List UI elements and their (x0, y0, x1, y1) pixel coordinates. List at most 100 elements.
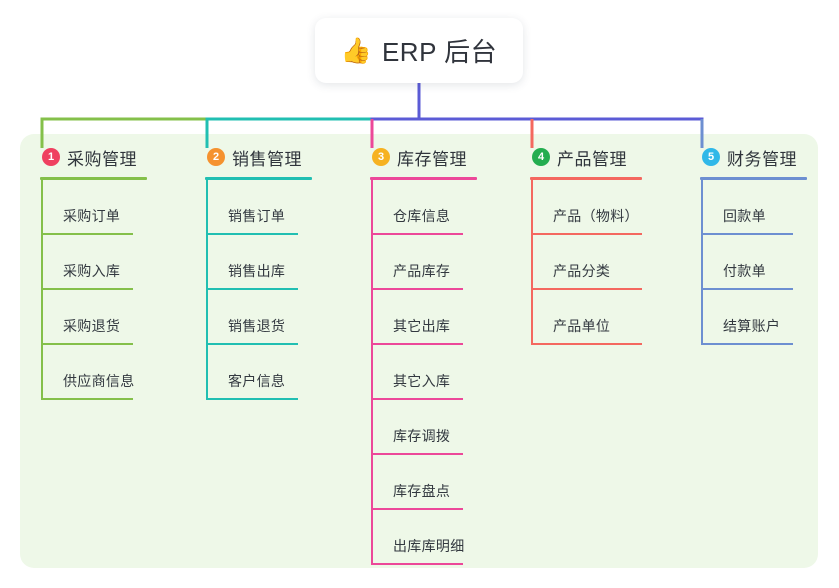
leaf-label: 产品（物料） (553, 208, 639, 224)
leaf-item[interactable]: 客户信息 (205, 345, 312, 400)
leaf-label: 库存盘点 (393, 483, 451, 499)
leaf-item[interactable]: 销售退货 (205, 290, 312, 345)
leaf-label: 其它出库 (393, 318, 451, 334)
leaf-underline (371, 563, 463, 565)
branch-leaf-list-4: 产品（物料） 产品分类产品单位 (530, 180, 642, 345)
branch-header-4[interactable]: 4 产品管理 (530, 144, 642, 170)
branch-header-1[interactable]: 1 采购管理 (40, 144, 147, 170)
leaf-item[interactable]: 其它出库 (370, 290, 477, 345)
leaf-item[interactable]: 回款单 (700, 180, 807, 235)
leaf-item[interactable]: 库存盘点 (370, 455, 477, 510)
leaf-item[interactable]: 采购入库 (40, 235, 147, 290)
leaf-underline (371, 508, 463, 510)
leaf-underline (206, 343, 298, 345)
leaf-underline (206, 233, 298, 235)
leaf-label: 销售退货 (228, 318, 286, 334)
leaf-label: 仓库信息 (393, 208, 451, 224)
branch-5: 5 财务管理回款单付款单结算账户 (700, 144, 807, 345)
leaf-underline (41, 233, 133, 235)
branch-title-5: 财务管理 (727, 149, 797, 169)
leaf-underline (531, 343, 642, 345)
leaf-label: 结算账户 (723, 318, 781, 334)
branch-3: 3 库存管理仓库信息产品库存其它出库其它入库库存调拨库存盘点出库库明细 (370, 144, 477, 565)
leaf-item[interactable]: 供应商信息 (40, 345, 147, 400)
leaf-underline (531, 233, 642, 235)
leaf-underline (371, 233, 463, 235)
leaf-label: 产品单位 (553, 318, 611, 334)
branch-badge-1: 1 (42, 148, 60, 166)
branch-title-2: 销售管理 (232, 149, 302, 169)
leaf-label: 采购退货 (63, 318, 121, 334)
branch-badge-5: 5 (702, 148, 720, 166)
branch-header-3[interactable]: 3 库存管理 (370, 144, 477, 170)
branch-title-1: 采购管理 (67, 149, 137, 169)
thumbs-up-emoji: 👍 (340, 36, 372, 65)
root-node[interactable]: 👍 ERP 后台 (315, 18, 523, 83)
leaf-label: 其它入库 (393, 373, 451, 389)
branch-underline-1 (40, 177, 147, 180)
leaf-item[interactable]: 其它入库 (370, 345, 477, 400)
leaf-item[interactable]: 销售出库 (205, 235, 312, 290)
leaf-label: 出库库明细 (393, 538, 465, 554)
branch-badge-3: 3 (372, 148, 390, 166)
leaf-label: 产品库存 (393, 263, 451, 279)
leaf-label: 销售出库 (228, 263, 286, 279)
leaf-item[interactable]: 产品单位 (530, 290, 642, 345)
leaf-label: 供应商信息 (63, 373, 135, 389)
branch-4: 4 产品管理产品（物料） 产品分类产品单位 (530, 144, 642, 345)
leaf-item[interactable]: 采购订单 (40, 180, 147, 235)
leaf-item[interactable]: 库存调拨 (370, 400, 477, 455)
branch-spine-2 (206, 180, 208, 400)
leaf-underline (371, 288, 463, 290)
branch-underline-5 (700, 177, 807, 180)
leaf-underline (701, 288, 793, 290)
leaf-underline (206, 398, 298, 400)
leaf-underline (531, 288, 642, 290)
leaf-item[interactable]: 产品（物料） (530, 180, 642, 235)
branch-spine-1 (41, 180, 43, 400)
leaf-underline (41, 343, 133, 345)
leaf-underline (701, 233, 793, 235)
leaf-label: 库存调拨 (393, 428, 451, 444)
branch-underline-3 (370, 177, 477, 180)
branch-underline-2 (205, 177, 312, 180)
branch-badge-2: 2 (207, 148, 225, 166)
leaf-underline (371, 398, 463, 400)
branch-leaf-list-2: 销售订单销售出库销售退货客户信息 (205, 180, 312, 400)
leaf-label: 回款单 (723, 208, 766, 224)
leaf-item[interactable]: 产品库存 (370, 235, 477, 290)
leaf-underline (701, 343, 793, 345)
branch-2: 2 销售管理销售订单销售出库销售退货客户信息 (205, 144, 312, 400)
leaf-item[interactable]: 付款单 (700, 235, 807, 290)
branch-spine-4 (531, 180, 533, 345)
branch-title-4: 产品管理 (557, 149, 627, 169)
branch-header-5[interactable]: 5 财务管理 (700, 144, 807, 170)
branch-1: 1 采购管理采购订单采购入库采购退货供应商信息 (40, 144, 147, 400)
branch-spine-5 (701, 180, 703, 345)
branch-title-3: 库存管理 (397, 149, 467, 169)
root-node-label: ERP 后台 (381, 37, 498, 67)
leaf-item[interactable]: 采购退货 (40, 290, 147, 345)
leaf-item[interactable]: 仓库信息 (370, 180, 477, 235)
leaf-underline (41, 398, 133, 400)
leaf-label: 采购订单 (63, 208, 121, 224)
branch-header-2[interactable]: 2 销售管理 (205, 144, 312, 170)
leaf-underline (206, 288, 298, 290)
branch-badge-4: 4 (532, 148, 550, 166)
leaf-label: 销售订单 (228, 208, 286, 224)
leaf-label: 产品分类 (553, 263, 611, 279)
branch-underline-4 (530, 177, 642, 180)
leaf-label: 采购入库 (63, 263, 121, 279)
leaf-item[interactable]: 销售订单 (205, 180, 312, 235)
leaf-item[interactable]: 出库库明细 (370, 510, 477, 565)
leaf-underline (41, 288, 133, 290)
leaf-underline (371, 453, 463, 455)
leaf-item[interactable]: 产品分类 (530, 235, 642, 290)
branch-leaf-list-1: 采购订单采购入库采购退货供应商信息 (40, 180, 147, 400)
branches-background-panel (20, 134, 818, 568)
leaf-item[interactable]: 结算账户 (700, 290, 807, 345)
leaf-label: 客户信息 (228, 373, 286, 389)
leaf-underline (371, 343, 463, 345)
branch-leaf-list-5: 回款单付款单结算账户 (700, 180, 807, 345)
